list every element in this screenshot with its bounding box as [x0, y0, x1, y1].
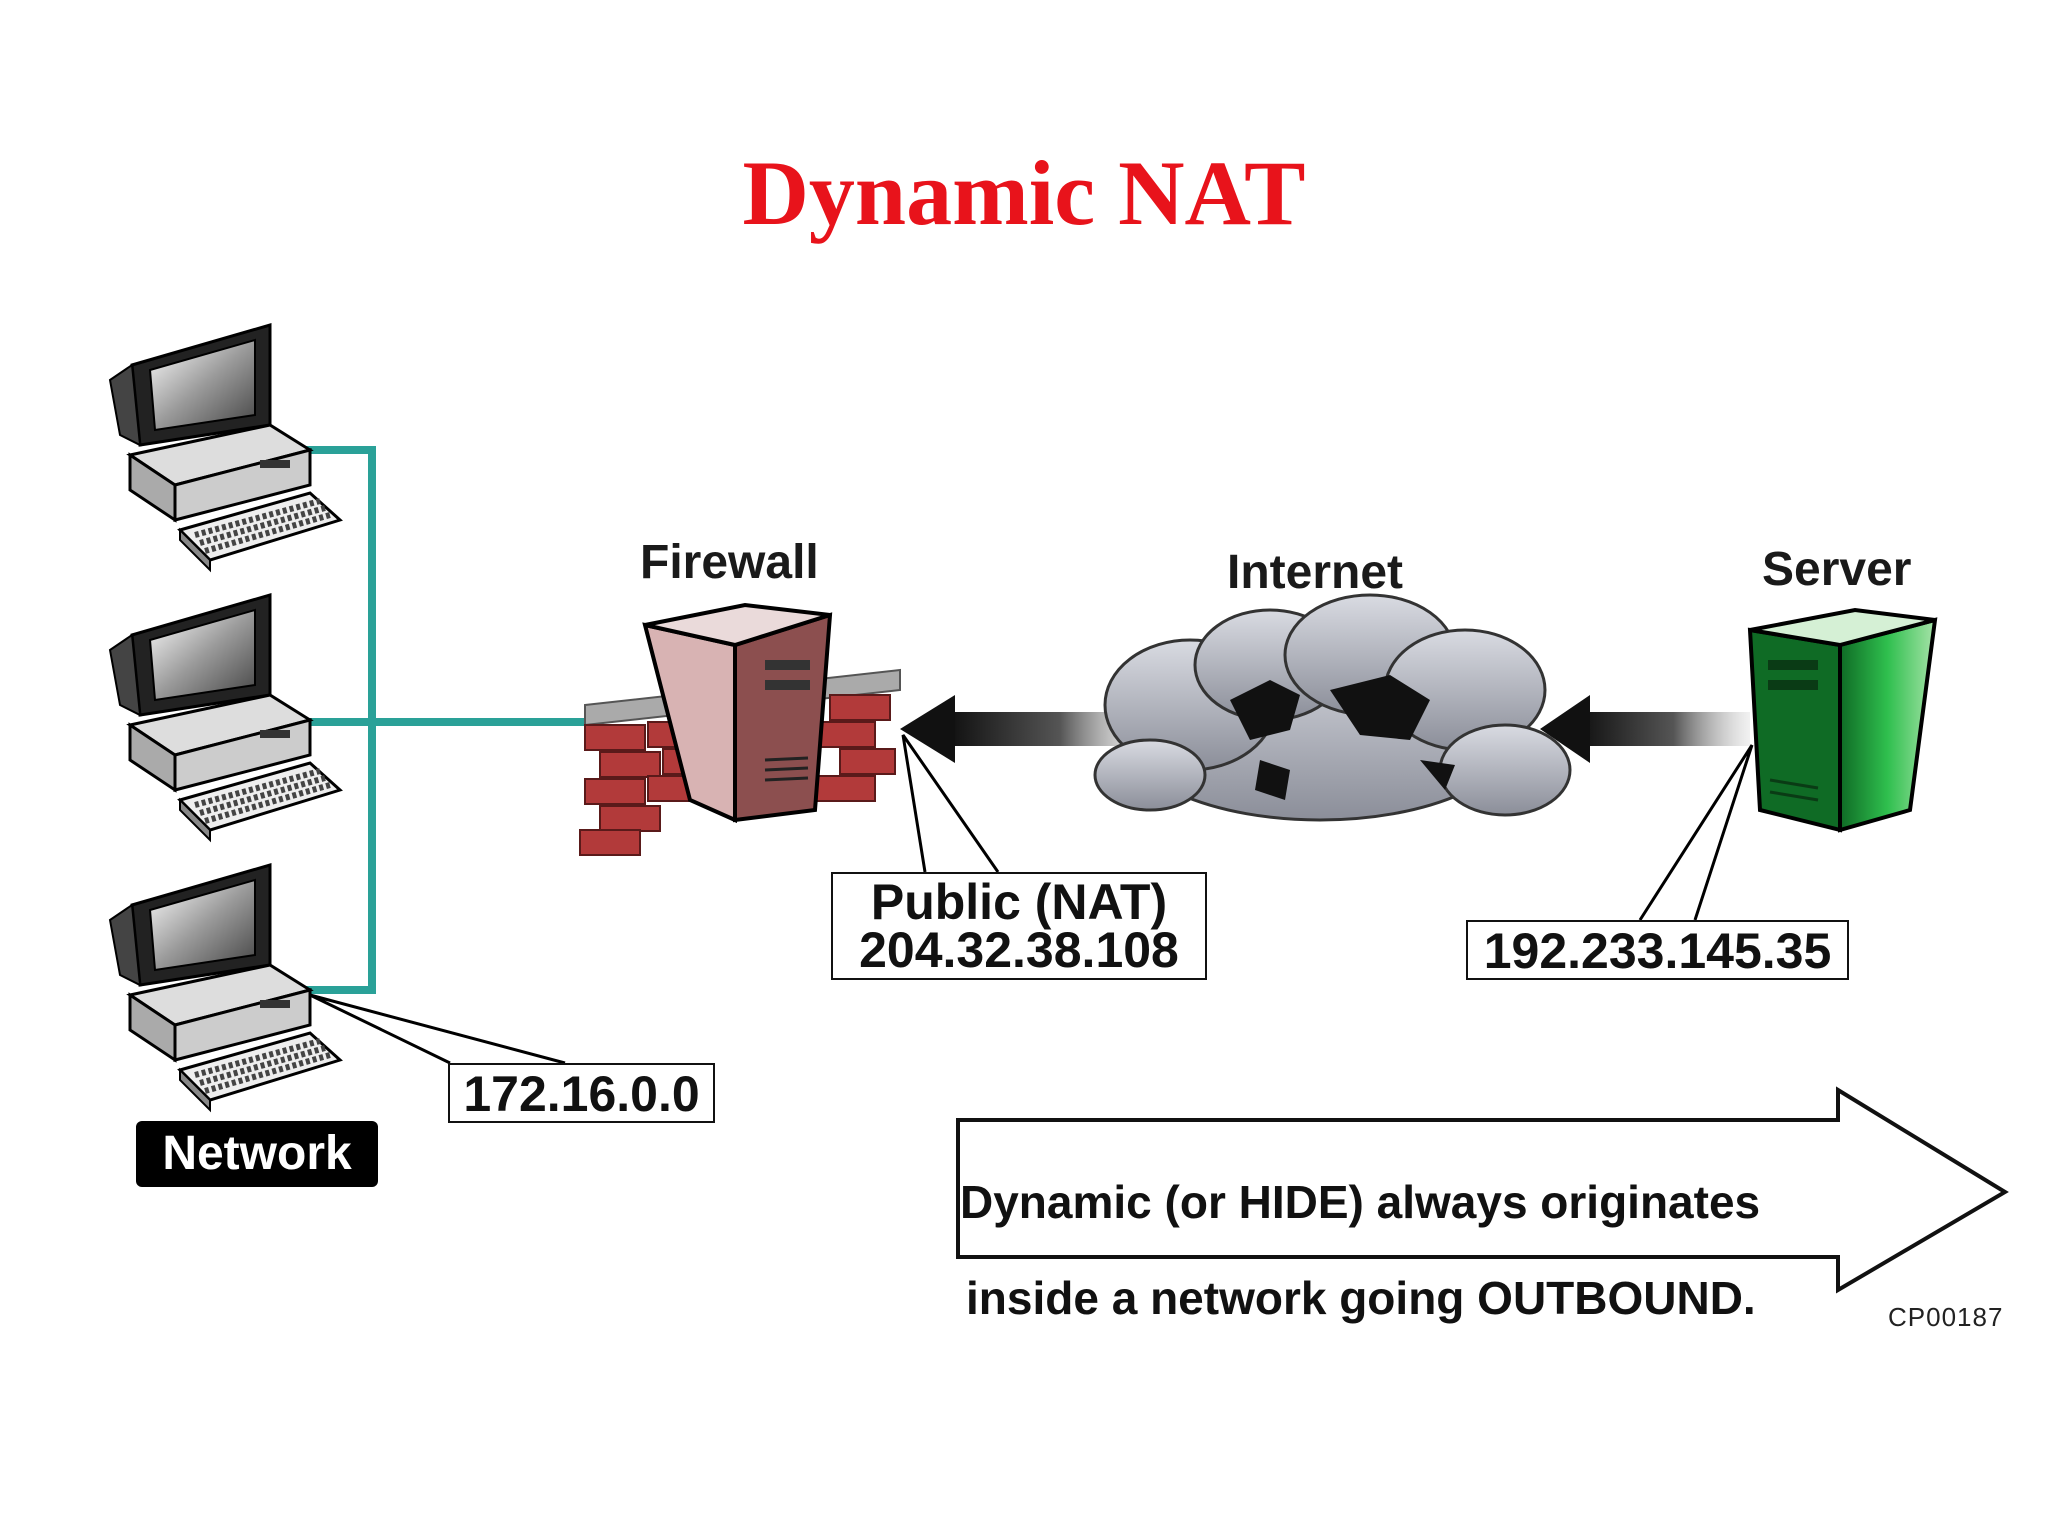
network-links [300, 446, 600, 994]
nat-address: 204.32.38.108 [859, 922, 1179, 978]
nat-address-title: Public (NAT) [870, 874, 1168, 930]
internal-address-box: 172.16.0.0 [448, 1063, 715, 1123]
internet-cloud-icon [1093, 593, 1572, 822]
workstation-3-icon [110, 865, 340, 1110]
server-icon [1747, 607, 1938, 833]
outbound-arrow [956, 1086, 2009, 1294]
server-label: Server [1762, 543, 1912, 596]
callout-pointers [309, 734, 1754, 1065]
nat-address-box: Public (NAT) 204.32.38.108 [831, 872, 1207, 980]
workstation-1-icon [110, 325, 340, 570]
page-title: Dynamic NAT [742, 142, 1306, 244]
internal-address: 172.16.0.0 [463, 1066, 700, 1122]
internet-label: Internet [1227, 546, 1404, 599]
workstation-2-icon [110, 595, 340, 840]
firewall-icon [579, 602, 901, 856]
server-address: 192.233.145.35 [1483, 923, 1832, 979]
figure-code: CP00187 [1888, 1302, 2004, 1332]
firewall-label: Firewall [640, 536, 819, 589]
callout-line-1: Dynamic (or HIDE) always originates [960, 1176, 1761, 1228]
server-address-box: 192.233.145.35 [1466, 920, 1849, 980]
callout-line-2: inside a network going OUTBOUND. [966, 1272, 1756, 1324]
outbound-callout-text: Dynamic (or HIDE) always originates insi… [960, 1130, 1920, 1370]
network-badge: Network [136, 1121, 378, 1187]
arrow-server-to-internet [1540, 695, 1750, 763]
